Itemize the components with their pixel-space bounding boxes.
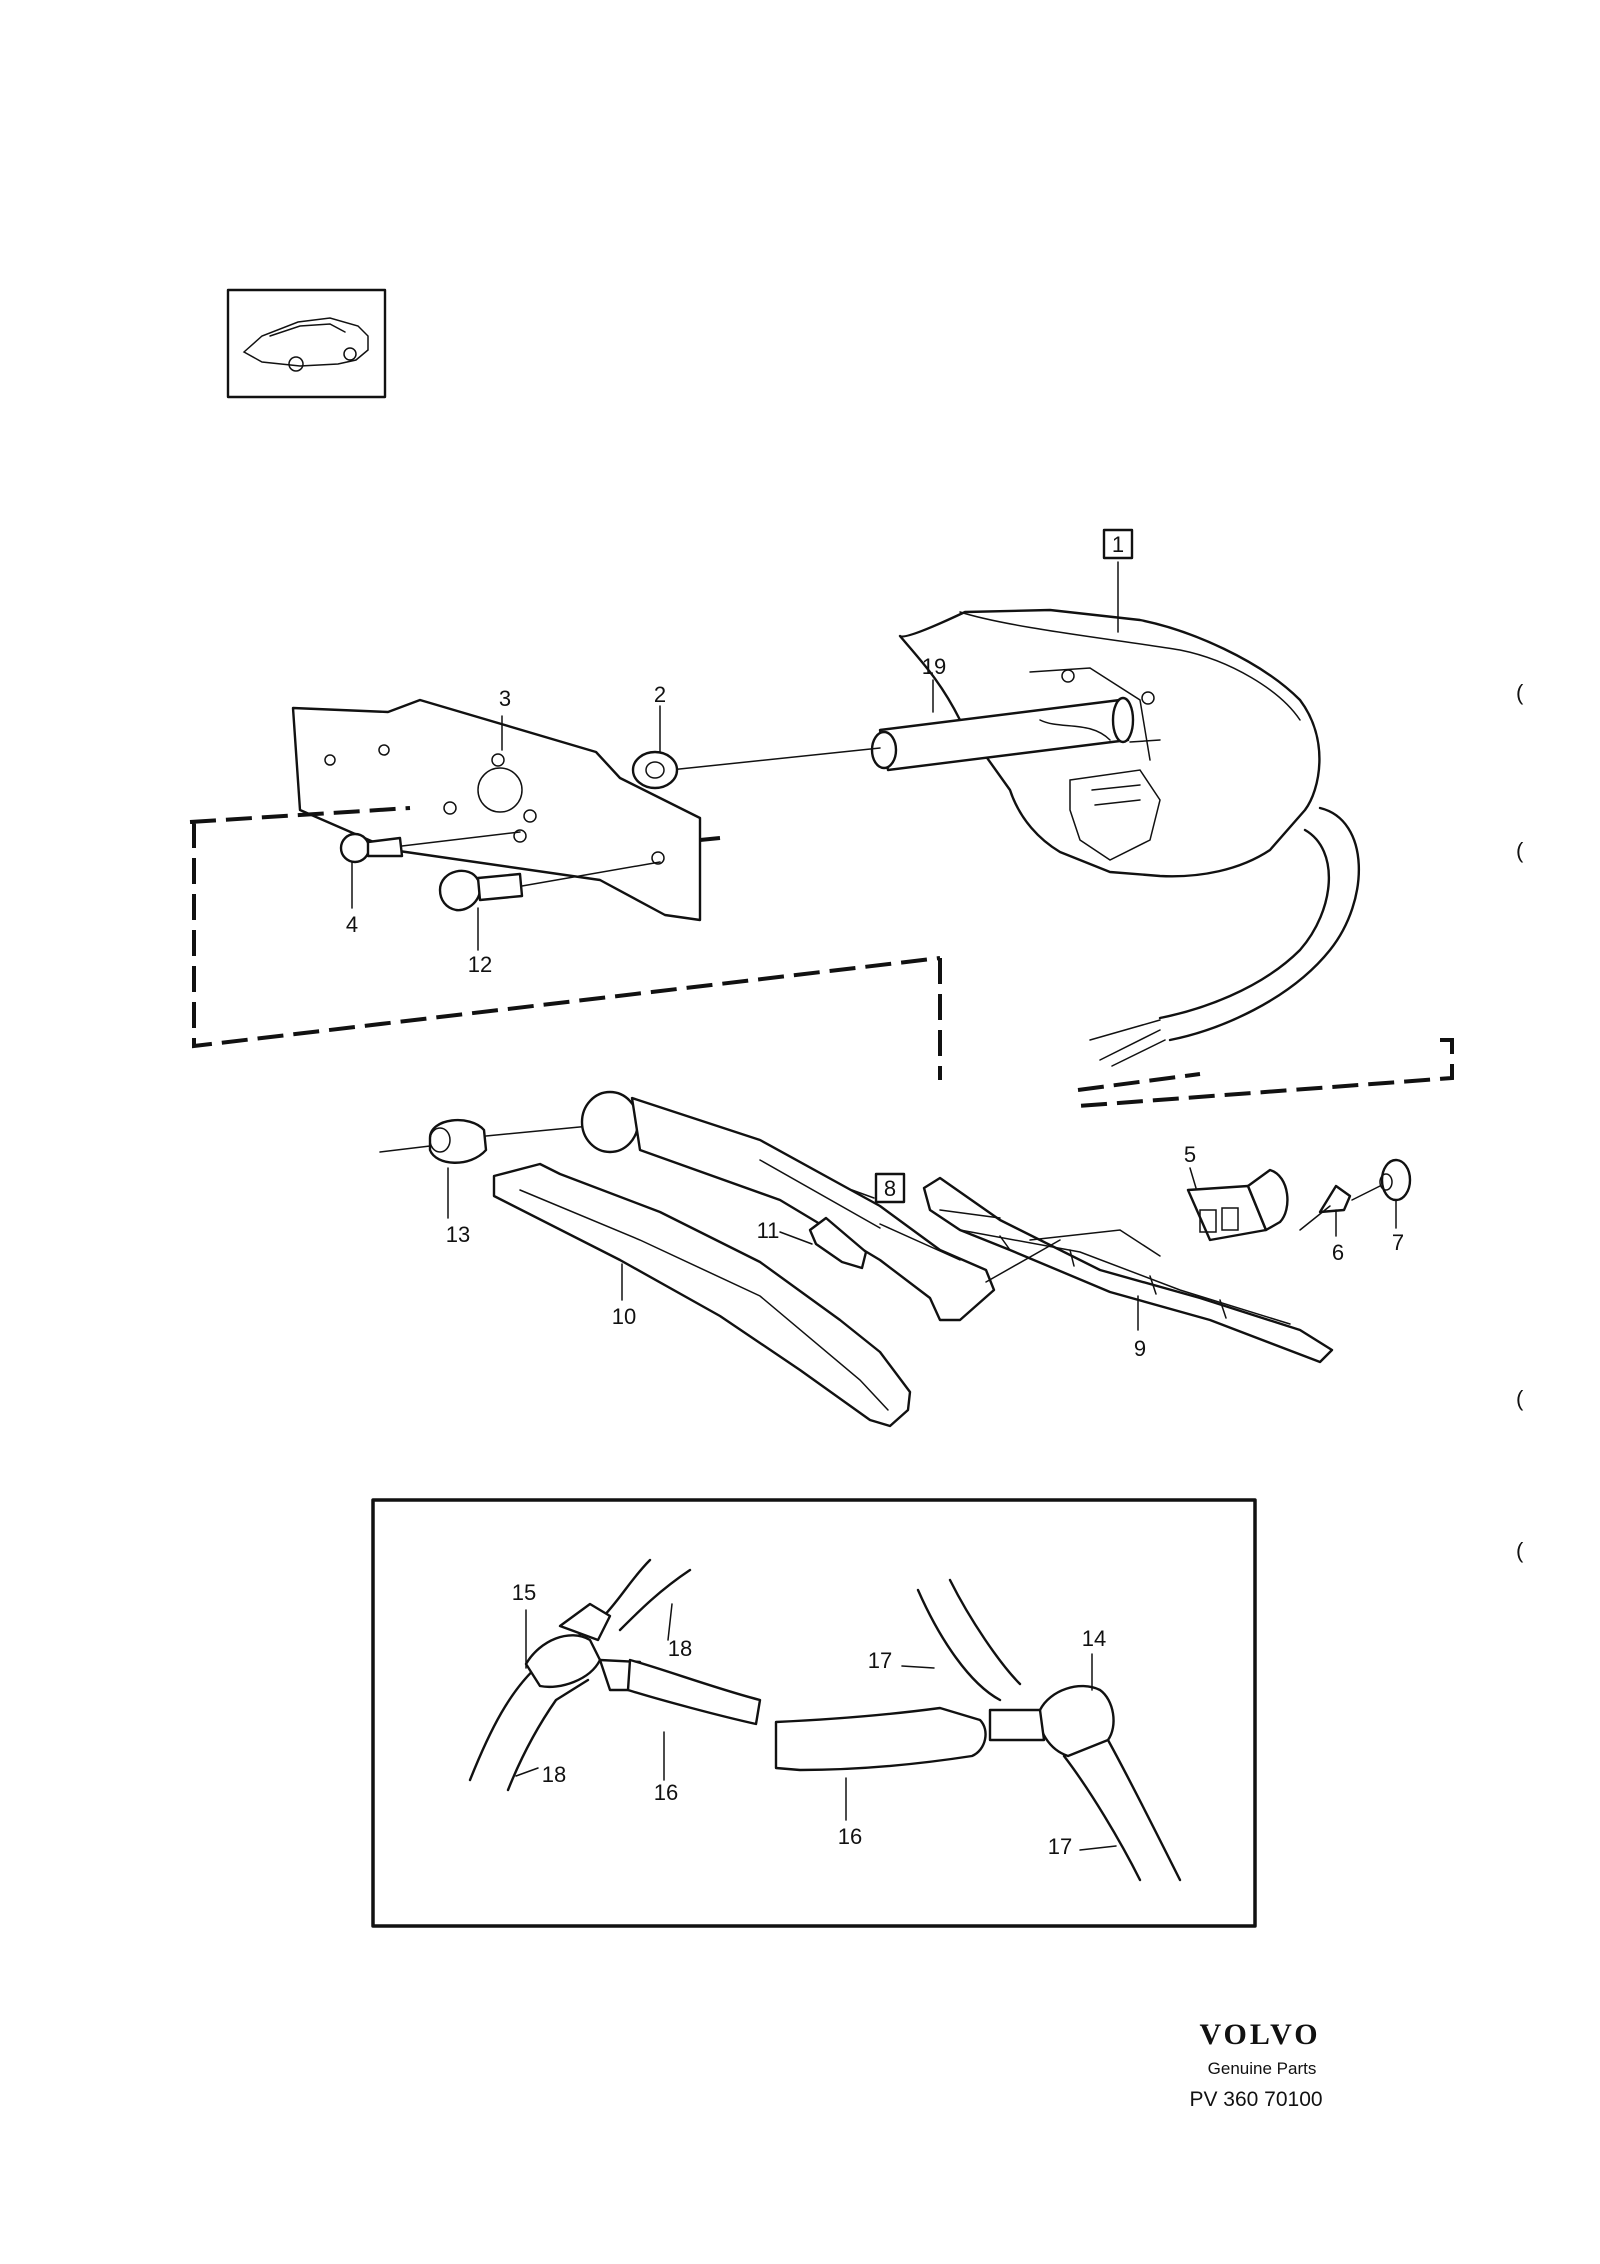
screw-12 [438, 861, 661, 912]
callout-16: 16 [838, 1824, 862, 1849]
margin-mark: ( [1516, 1386, 1524, 1411]
callout-11: 11 [757, 1218, 780, 1243]
panel-outline-left [189, 806, 942, 1080]
brand-subtitle: Genuine Parts [1208, 2059, 1317, 2078]
screw-4 [339, 831, 521, 864]
callout-8: 8 [884, 1176, 896, 1201]
arm-nut [379, 1118, 591, 1164]
callout-18: 18 [668, 1636, 692, 1661]
margin-mark: ( [1516, 1538, 1524, 1563]
margin-mark: ( [1516, 838, 1524, 863]
arm-clip [808, 1216, 868, 1270]
callout-7: 7 [1392, 1230, 1404, 1255]
callout-17: 17 [868, 1648, 892, 1673]
arm-cover [492, 1162, 912, 1428]
car-silhouette-icon [226, 288, 387, 399]
callout-14: 14 [1082, 1626, 1106, 1651]
margin-mark: ( [1516, 680, 1524, 705]
callout-3: 3 [499, 686, 511, 711]
callout-5: 5 [1184, 1142, 1196, 1167]
wiper-blade [922, 1176, 1334, 1364]
callout-15: 15 [512, 1580, 536, 1605]
wiper-arm [580, 1090, 996, 1322]
callout-9: 9 [1134, 1336, 1146, 1361]
grommet [1379, 1158, 1412, 1202]
motor-cable [1089, 806, 1360, 1067]
wiper-spindle [870, 696, 1135, 772]
callout-10: 10 [612, 1304, 636, 1329]
connector-plug [1186, 1168, 1289, 1242]
callout-box-1 [1102, 528, 1134, 560]
callout-box-8 [874, 1172, 906, 1204]
terminal [1299, 1184, 1381, 1231]
spindle-nut [631, 750, 679, 790]
callout-6: 6 [1332, 1240, 1344, 1265]
callout-18: 18 [542, 1762, 566, 1787]
callout-17: 17 [1048, 1834, 1072, 1859]
brand-logo: VOLVO [1199, 2018, 1320, 2051]
diagram-code: PV 360 70100 [1189, 2088, 1322, 2111]
callout-2: 2 [654, 682, 666, 707]
hose-detail-inset [371, 1498, 1257, 1928]
callout-12: 12 [468, 952, 492, 977]
callout-16: 16 [654, 1780, 678, 1805]
callout-13: 13 [446, 1222, 470, 1247]
panel-outline-right [1077, 1038, 1454, 1108]
shaft-axis-line [669, 739, 1161, 771]
callout-1: 1 [1112, 532, 1124, 557]
callout-19: 19 [922, 654, 946, 679]
leader-lines [351, 561, 1397, 1331]
callout-4: 4 [346, 912, 358, 937]
